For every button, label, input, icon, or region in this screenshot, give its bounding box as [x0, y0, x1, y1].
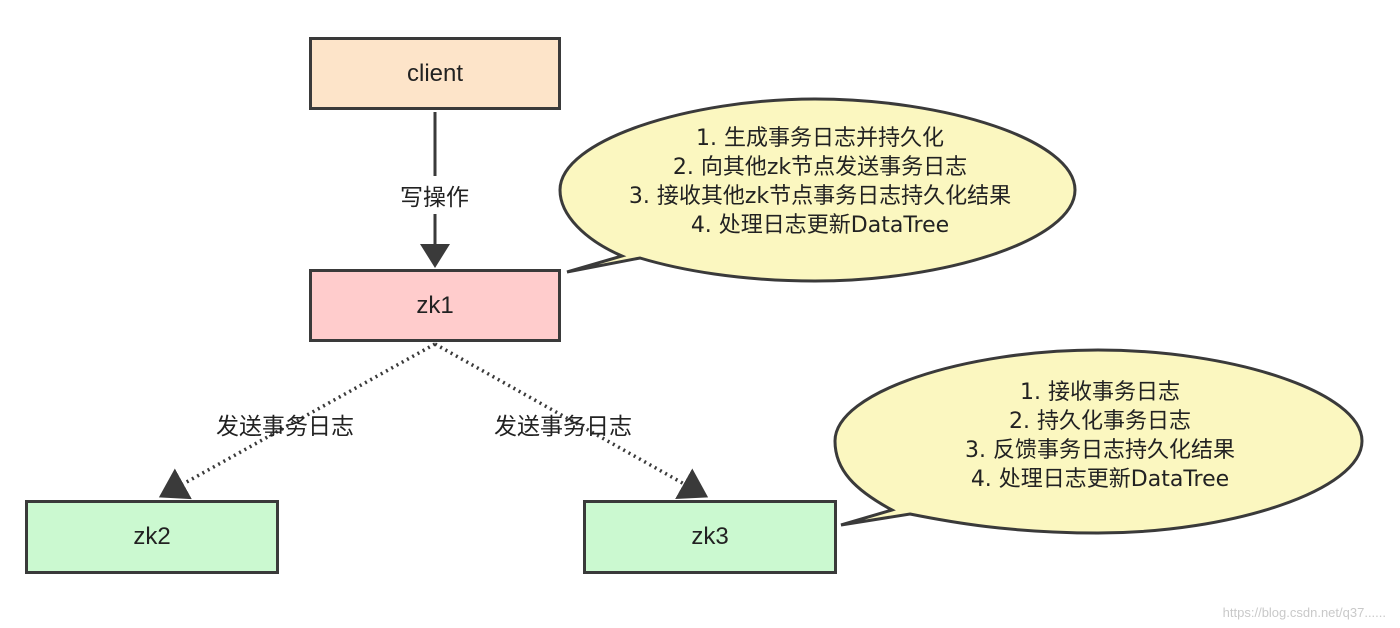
write-operation-label: 写操作: [398, 176, 471, 214]
zk3-step-1: 1. 接收事务日志: [1020, 380, 1180, 405]
zk1-label: zk1: [416, 291, 454, 319]
zk1-callout-text: 1. 生成事务日志并持久化 2. 向其他zk节点发送事务日志 3. 接收其他zk…: [580, 124, 1060, 240]
zk3-label: zk3: [691, 523, 729, 550]
zk2-node: zk2: [25, 500, 279, 574]
zk2-label: zk2: [133, 523, 171, 550]
send-log-label-zk2: 发送事务日志: [216, 414, 354, 440]
client-node: client: [309, 37, 561, 110]
zk3-node: zk3: [583, 500, 837, 574]
zk3-callout-bubble: [833, 348, 1364, 535]
zk3-step-3: 3. 反馈事务日志持久化结果: [965, 438, 1235, 463]
zk3-step-2: 2. 持久化事务日志: [1009, 409, 1191, 434]
client-label: client: [406, 59, 464, 87]
zk1-node: zk1: [309, 269, 561, 342]
send-log-label-zk3: 发送事务日志: [494, 414, 632, 440]
zk1-step-4: 4. 处理日志更新DataTree: [690, 213, 950, 238]
zk1-step-1: 1. 生成事务日志并持久化: [696, 126, 944, 151]
zk1-step-3: 3. 接收其他zk节点事务日志持久化结果: [628, 184, 1012, 209]
zk1-callout-bubble: [558, 97, 1077, 283]
zk3-step-4: 4. 处理日志更新DataTree: [970, 467, 1230, 492]
zk1-step-2: 2. 向其他zk节点发送事务日志: [672, 155, 968, 180]
zk3-callout-text: 1. 接收事务日志 2. 持久化事务日志 3. 反馈事务日志持久化结果 4. 处…: [855, 378, 1345, 494]
watermark: https://blog.csdn.net/q37......: [1222, 605, 1386, 620]
